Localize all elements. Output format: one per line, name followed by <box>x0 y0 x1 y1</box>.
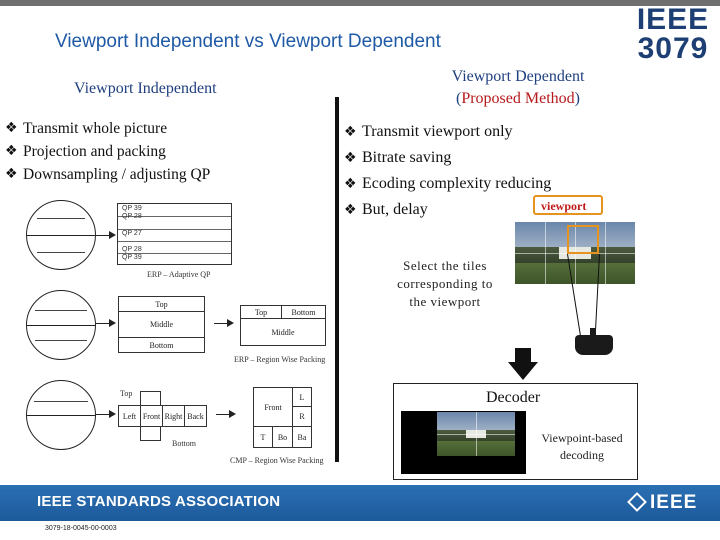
cmp-face-back: Back <box>184 405 207 427</box>
document-number: 3079-18-0045-00-0003 <box>45 525 117 532</box>
slide-title: Viewport Independent vs Viewport Depende… <box>55 31 441 52</box>
sphere-icon <box>26 380 96 450</box>
bullet-item: ❖ But, delay <box>344 197 551 223</box>
viewport-tiles-highlight <box>567 225 599 254</box>
proposed-method-label: Proposed Method <box>461 90 575 108</box>
diamond-bullet-icon: ❖ <box>344 124 357 140</box>
qp-label: QP 28 <box>122 213 142 220</box>
cmp-face-left: Left <box>118 405 141 427</box>
packed-front-face: Front <box>253 387 293 427</box>
bullet-item: ❖ Ecoding complexity reducing <box>344 171 551 197</box>
erp-top-region: Top <box>118 296 205 312</box>
erp-middle-region: Middle <box>118 311 205 338</box>
cmp-packing-caption: CMP – Region Wise Packing <box>230 456 324 465</box>
bullet-text: Ecoding complexity reducing <box>362 175 552 192</box>
decoder-caption: Viewpoint-based decoding <box>541 431 623 462</box>
ieee-footer-logo: IEEE <box>627 492 698 514</box>
packed-ba-face: Ba <box>292 426 312 448</box>
viewport-dependent-bullets: ❖Transmit viewport only ❖Bitrate saving … <box>344 119 551 223</box>
packed-bo-face: Bo <box>272 426 293 448</box>
qp-label: QP 39 <box>122 254 142 261</box>
footer-logo-text: IEEE <box>650 492 698 513</box>
logo-line-2: 3079 <box>637 31 709 65</box>
qp-label: QP 39 <box>122 205 142 212</box>
viewport-label: viewport <box>541 199 587 213</box>
diamond-bullet-icon: ❖ <box>5 120 18 136</box>
diamond-bullet-icon: ❖ <box>5 143 18 159</box>
cmp-face-right: Right <box>162 405 185 427</box>
ieee-3079-logo: IEEE 3079 <box>633 3 713 65</box>
packed-r-face: R <box>292 406 312 427</box>
sphere-icon <box>26 290 96 360</box>
bullet-item: ❖ Downsampling / adjusting QP <box>5 163 210 186</box>
viewport-dependent-heading: Viewport Dependent (Proposed Method) <box>418 66 618 111</box>
cmp-bottom-label: Bottom <box>172 439 197 448</box>
cmp-top-face <box>140 391 161 406</box>
top-accent-bar <box>0 0 720 6</box>
erp-qp-frame <box>117 203 232 265</box>
viewport-independent-bullets: ❖ Transmit whole picture ❖ Projection and … <box>5 117 210 186</box>
cmp-top-label: Top <box>120 389 133 398</box>
right-arrow-icon <box>216 410 236 418</box>
ieee-diamond-icon <box>627 492 647 512</box>
viewport-independent-heading: Viewport Independent <box>74 80 217 97</box>
bullet-text: But, delay <box>362 201 428 218</box>
bullet-text: Bitrate saving <box>362 149 452 166</box>
cmp-bottom-face <box>140 426 161 441</box>
bullet-item: ❖ Bitrate saving <box>344 145 551 171</box>
sphere-icon <box>26 200 96 270</box>
diamond-bullet-icon: ❖ <box>344 176 357 192</box>
vr-headset-icon <box>575 328 613 355</box>
right-arrow-icon <box>96 410 116 418</box>
bullet-text: Transmit viewport only <box>362 123 513 140</box>
qp-label: QP 27 <box>122 230 142 237</box>
right-arrow-icon <box>214 319 234 327</box>
packed-bottom-region: Bottom <box>281 305 326 319</box>
diamond-bullet-icon: ❖ <box>344 202 357 218</box>
select-tiles-text: Select the tiles corresponding to the vi… <box>397 258 493 309</box>
bullet-item: ❖ Projection and packing <box>5 140 210 163</box>
bullet-text: Projection and packing <box>23 143 166 160</box>
viewport-label-outline <box>533 195 603 215</box>
right-arrow-icon <box>96 231 116 239</box>
diamond-bullet-icon: ❖ <box>5 166 18 182</box>
qp-label: QP 28 <box>122 246 142 253</box>
diamond-bullet-icon: ❖ <box>344 150 357 166</box>
erp-packing-caption: ERP – Region Wise Packing <box>234 355 326 364</box>
packed-middle-region: Middle <box>240 318 326 346</box>
erp-bottom-region: Bottom <box>118 337 205 353</box>
heading-line-1: Viewport Dependent <box>451 68 585 85</box>
packed-t-face: T <box>253 426 273 448</box>
decoded-viewport-image <box>437 412 515 456</box>
right-arrow-icon <box>96 319 116 327</box>
erp-qp-caption: ERP – Adaptive QP <box>147 270 211 279</box>
logo-line-1: IEEE <box>636 3 710 36</box>
packed-top-region: Top <box>240 305 282 319</box>
column-divider <box>335 97 339 462</box>
heading-line-2: (Proposed Method) <box>456 90 580 108</box>
decoder-panel <box>393 383 638 480</box>
footer-bar <box>0 485 720 521</box>
bullet-text: Transmit whole picture <box>23 120 168 137</box>
decoder-label: Decoder <box>486 389 541 406</box>
bullet-item: ❖ Transmit whole picture <box>5 117 210 140</box>
footer-org-name: IEEE STANDARDS ASSOCIATION <box>37 493 281 510</box>
bullet-text: Downsampling / adjusting QP <box>23 166 211 183</box>
cmp-face-front: Front <box>140 405 163 427</box>
bullet-item: ❖ Transmit viewport only <box>344 119 551 145</box>
packed-l-face: L <box>292 387 312 407</box>
down-arrow-icon <box>508 348 538 380</box>
